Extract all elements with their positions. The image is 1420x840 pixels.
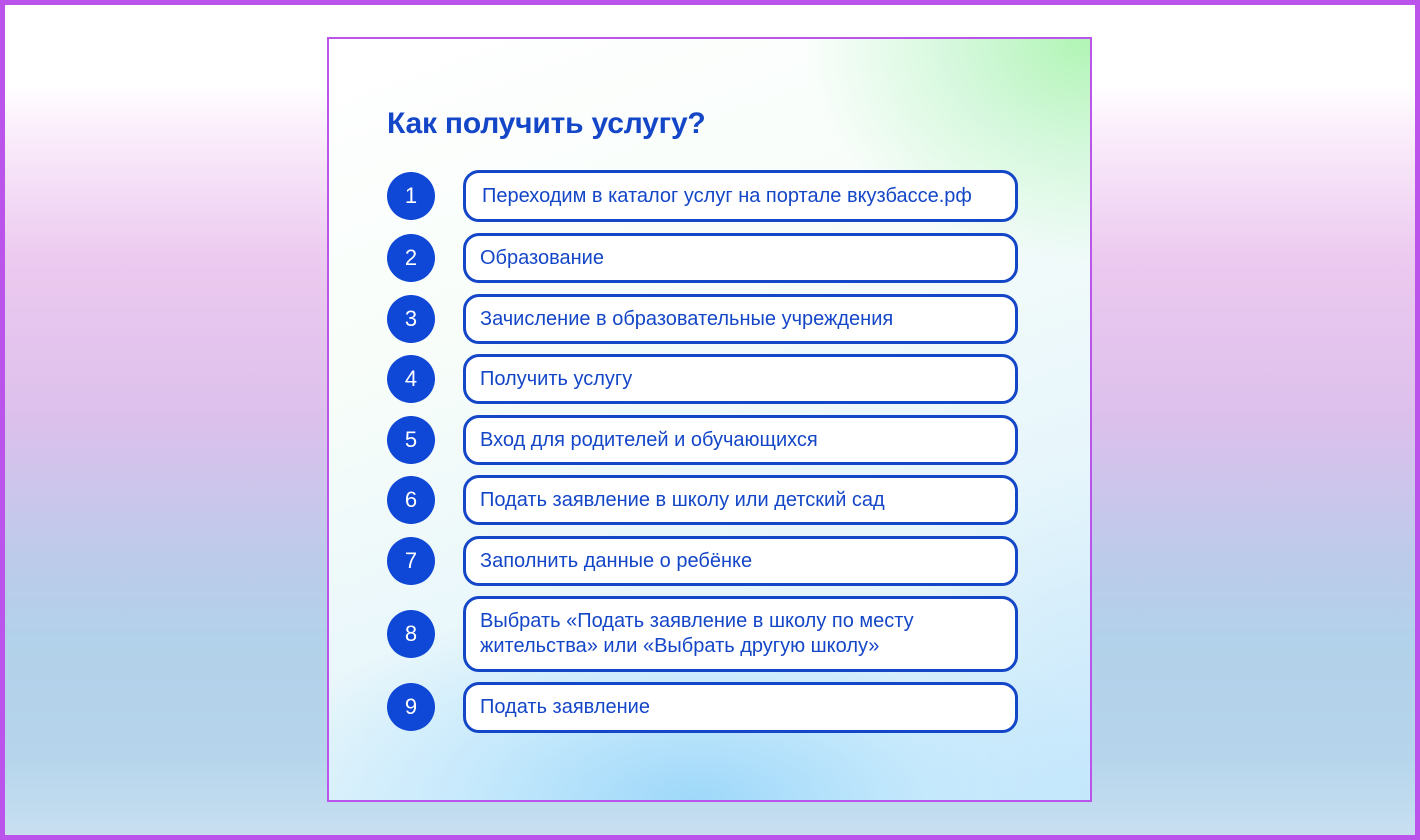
step-text: Зачисление в образовательные учреждения [480, 307, 894, 330]
step-2: Образование [463, 233, 1018, 283]
step-3: Зачисление в образовательные учреждения [463, 294, 1018, 344]
step-text: Заполнить данные о ребёнке [480, 549, 753, 572]
instruction-card: Как получить услугу? 1 Переходим в катал… [327, 37, 1092, 802]
step-7: Заполнить данные о ребёнке [463, 536, 1018, 586]
step-5: Вход для родителей и обучающихся [463, 415, 1018, 465]
step-number-6: 6 [387, 476, 435, 524]
step-text: Вход для родителей и обучающихся [480, 428, 818, 451]
card-title: Как получить услугу? [387, 107, 706, 140]
step-4: Получить услугу [463, 354, 1018, 404]
step-number-7: 7 [387, 537, 435, 585]
step-text: Выбрать «Подать заявление в школу по мес… [480, 610, 914, 657]
step-number-2: 2 [387, 234, 435, 282]
step-text: Подать заявление [480, 696, 650, 718]
step-number-8: 8 [387, 610, 435, 658]
step-text: Образование [480, 246, 604, 269]
step-number-9: 9 [387, 683, 435, 731]
step-8: Выбрать «Подать заявление в школу по мес… [463, 596, 1018, 672]
step-text: Получить услугу [480, 367, 633, 390]
step-9: Подать заявление [463, 682, 1018, 733]
step-number-4: 4 [387, 355, 435, 403]
step-number-3: 3 [387, 295, 435, 343]
step-text: Подать заявление в школу или детский сад [480, 488, 885, 511]
step-1: Переходим в каталог услуг на портале вку… [463, 170, 1018, 222]
step-6: Подать заявление в школу или детский сад [463, 475, 1018, 525]
step-number-5: 5 [387, 416, 435, 464]
step-text: Переходим в каталог услуг на портале вку… [482, 184, 972, 207]
step-number-1: 1 [387, 172, 435, 220]
